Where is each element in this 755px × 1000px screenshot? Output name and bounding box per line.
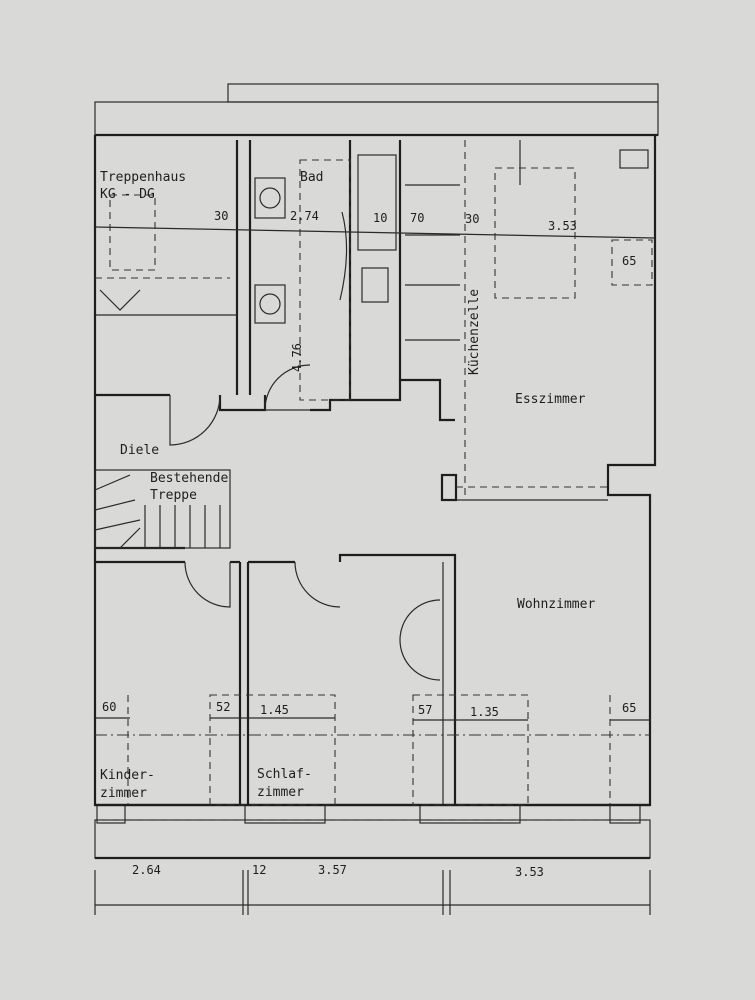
label-bath: Bad (300, 170, 323, 185)
label-dining: Esszimmer (515, 392, 586, 407)
dim-top-1: 30 (214, 209, 228, 223)
outer-walls (93, 135, 657, 807)
dim-top-2: 2.74 (290, 209, 319, 223)
dim-top-6: 3.53 (548, 219, 577, 233)
dim-top-3: 10 (373, 211, 387, 225)
dim-knee-4: 57 (418, 703, 432, 717)
dim-knee-3: 1.45 (260, 703, 289, 717)
dim-dining-window: 65 (622, 254, 636, 268)
label-hall: Diele (120, 443, 159, 458)
dim-bottom-3: 3.57 (318, 863, 347, 877)
dim-bottom-4: 3.53 (515, 865, 544, 879)
dim-knee-5: 1.35 (470, 705, 499, 719)
label-bedroom: Schlaf- (257, 767, 312, 782)
dim-knee-1: 60 (102, 700, 116, 714)
bottom-dimension-line (94, 870, 651, 915)
dim-top-5: 30 (465, 212, 479, 226)
label-kitchenette: Küchenzelle (467, 289, 482, 375)
dim-bottom-2: 12 (252, 863, 266, 877)
label-existing-stairs-2: Treppe (150, 488, 197, 503)
dim-top-4: 70 (410, 211, 424, 225)
dim-bottom-1: 2.64 (132, 863, 161, 877)
dim-bath-depth: 4.76 (290, 343, 304, 372)
label-kids: Kinder- (100, 768, 155, 783)
label-existing-stairs: Bestehende (150, 471, 228, 486)
stairwell-stairs (95, 194, 237, 316)
furniture (405, 140, 653, 341)
roof-top (94, 83, 659, 137)
dim-knee-6: 65 (622, 701, 636, 715)
dim-knee-2: 52 (216, 700, 230, 714)
existing-stairs (94, 469, 231, 549)
label-stairwell: Treppenhaus (100, 170, 186, 185)
roof-bottom (94, 149, 651, 860)
doors (169, 364, 441, 681)
label-living: Wohnzimmer (517, 597, 595, 612)
label-bedroom-2: zimmer (257, 785, 304, 800)
knee-wall-lines (94, 226, 656, 806)
label-stairwell-levels: KG - DG (100, 187, 155, 202)
bath-fixtures (254, 154, 397, 401)
label-kids-2: zimmer (100, 786, 147, 801)
